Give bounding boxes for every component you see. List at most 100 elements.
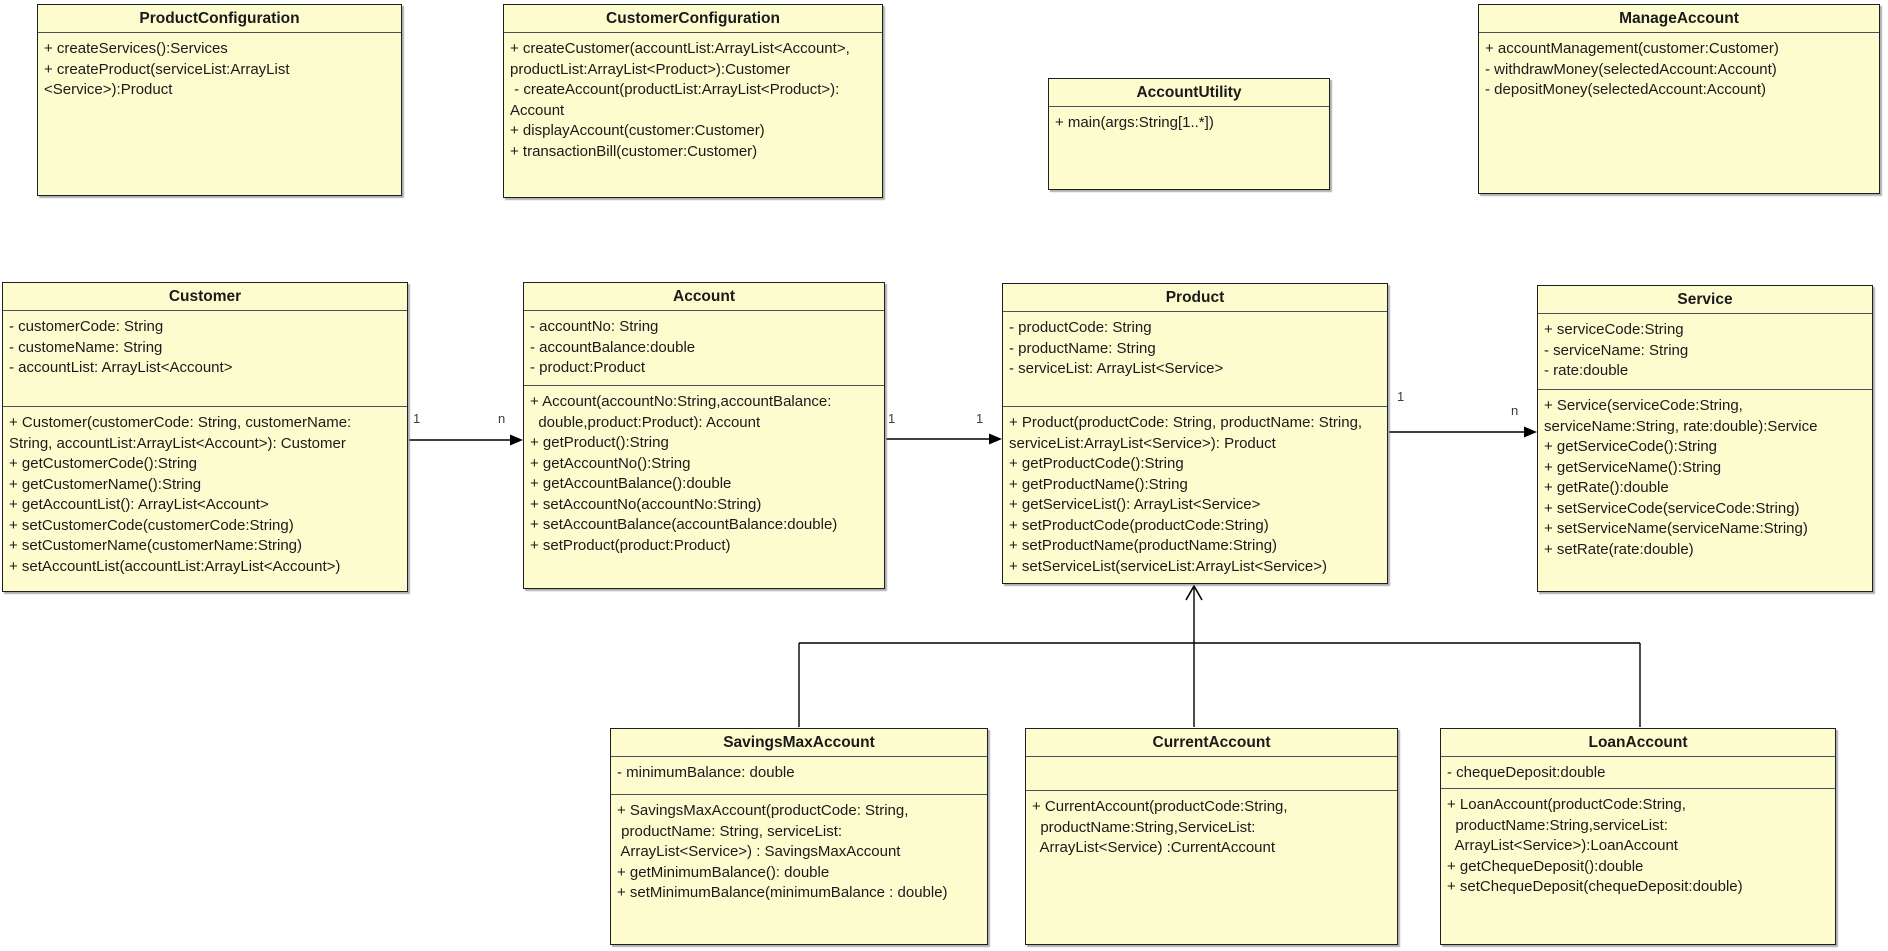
code-line: - chequeDeposit:double [1447, 764, 1606, 781]
code-line: <Service>):Product [44, 81, 173, 98]
code-line: - accountBalance:double [530, 338, 696, 356]
code-line: - product:Product [530, 359, 646, 376]
multiplicity-label: 1 [888, 411, 896, 426]
class-title: CustomerConfiguration [504, 5, 882, 33]
code-line: + setProductName(productName:String) [1009, 537, 1278, 554]
code-line: + SavingsMaxAccount(productCode: String, [617, 802, 909, 819]
code-line: + accountManagement(customer:Customer) [1485, 40, 1779, 57]
code-line: ArrayList<Service>) : SavingsMaxAccount [617, 843, 901, 860]
arrowhead-icon [510, 434, 523, 446]
code-line: + getCustomerCode():String [9, 455, 197, 472]
class-attributes-section: - accountNo: String - accountBalance:doub… [524, 311, 884, 386]
code-line: + getAccountList(): ArrayList<Account> [9, 496, 269, 513]
code-line: + getChequeDeposit():double [1447, 857, 1644, 875]
class-attributes-section: - customerCode: String - customeName: Str… [3, 311, 407, 407]
connector-account-product [886, 433, 1002, 445]
code-line: - customerCode: String [9, 318, 164, 335]
code-line: + getAccountBalance():double [530, 475, 732, 492]
arrowhead-icon [1524, 426, 1537, 438]
code-line: + getProductCode():String [1009, 455, 1184, 472]
code-line: + setProductCode(productCode:String) [1009, 516, 1269, 534]
code-line: double,product:Product): Account [530, 413, 761, 431]
code-line: + setServiceName(serviceName:String) [1544, 520, 1808, 537]
multiplicity-label: 1 [976, 411, 984, 426]
code-line: - withdrawMoney(selectedAccount:Account) [1485, 60, 1777, 78]
class-box-savings-max-account[interactable]: SavingsMaxAccount - minimumBalance: doub… [610, 728, 988, 945]
code-line: Account [510, 101, 565, 119]
class-box-customer-configuration[interactable]: CustomerConfiguration + createCustomer(a… [503, 4, 883, 198]
code-line: - customeName: String [9, 338, 163, 356]
class-box-account[interactable]: Account - accountNo: String - accountBala… [523, 282, 885, 589]
code-line: + setAccountNo(accountNo:String) [530, 495, 762, 513]
class-methods-section: + Service(serviceCode:String,serviceName… [1538, 390, 1872, 591]
code-line: + getProductName():String [1009, 475, 1188, 493]
code-line: + setAccountBalance(accountBalance:doubl… [530, 516, 838, 533]
code-line: + setMinimumBalance(minimumBalance : dou… [617, 884, 948, 901]
code-line: + getProduct():String [530, 434, 669, 451]
code-line: - accountNo: String [530, 318, 659, 335]
code-line: - serviceList: ArrayList<Service> [1009, 360, 1224, 377]
code-line: productName: String, serviceList: [617, 822, 843, 840]
code-line: + getAccountNo():String [530, 454, 691, 472]
code-line: + displayAccount(customer:Customer) [510, 122, 765, 139]
class-methods-section: + CurrentAccount(productCode:String, pro… [1026, 791, 1397, 944]
multiplicity-label: 1 [413, 411, 421, 426]
class-box-account-utility[interactable]: AccountUtility + main(args:String[1..*]) [1048, 78, 1330, 190]
class-methods-section: + createCustomer(accountList:ArrayList<A… [504, 33, 882, 197]
open-arrowhead-icon [1185, 584, 1203, 601]
class-title: AccountUtility [1049, 79, 1329, 107]
class-box-customer[interactable]: Customer - customerCode: String- custome… [2, 282, 408, 592]
connector-generalization-product [798, 584, 1641, 727]
code-line: productName:String,ServiceList: [1032, 818, 1256, 836]
class-methods-section: + accountManagement(customer:Customer) - … [1479, 33, 1879, 193]
code-line: - rate:double [1544, 362, 1629, 379]
class-attributes-section: - chequeDeposit:double [1441, 757, 1835, 789]
code-line: + main(args:String[1..*]) [1055, 114, 1214, 131]
code-line: productList:ArrayList<Product>):Customer [510, 60, 791, 78]
code-line: - serviceName: String [1544, 341, 1689, 359]
class-box-product-configuration[interactable]: ProductConfiguration + createServices():… [37, 4, 402, 196]
code-line: + setChequeDeposit(chequeDeposit:double) [1447, 878, 1743, 895]
class-title: Account [524, 283, 884, 311]
class-title: ProductConfiguration [38, 5, 401, 33]
class-title: SavingsMaxAccount [611, 729, 987, 757]
code-line: + getRate():double [1544, 479, 1669, 496]
class-attributes-section: - productCode: String- productName: Stri… [1003, 312, 1387, 407]
code-line: + setServiceList(serviceList:ArrayList<S… [1009, 557, 1328, 575]
code-line: + Customer(customerCode: String, custome… [9, 414, 352, 431]
class-box-loan-account[interactable]: LoanAccount - chequeDeposit:double + Loa… [1440, 728, 1836, 945]
code-line: + transactionBill(customer:Customer) [510, 142, 758, 160]
class-methods-section: + LoanAccount(productCode:String, produc… [1441, 789, 1835, 944]
code-line: - productName: String [1009, 339, 1156, 357]
class-box-service[interactable]: Service + serviceCode:String- serviceNam… [1537, 285, 1873, 592]
code-line: - accountList: ArrayList<Account> [9, 359, 233, 376]
class-title: ManageAccount [1479, 5, 1879, 33]
code-line: serviceList:ArrayList<Service>): Product [1009, 434, 1276, 452]
multiplicity-label: n [1511, 403, 1519, 418]
class-title: Customer [3, 283, 407, 311]
connector-product-service [1389, 426, 1537, 438]
code-line: + getServiceName():String [1544, 458, 1722, 476]
class-attributes-section: + serviceCode:String - serviceName: Strin… [1538, 314, 1872, 390]
class-attributes-section: - minimumBalance: double [611, 757, 987, 795]
multiplicity-label: n [498, 411, 506, 426]
class-methods-section: + Account(accountNo:String,accountBalanc… [524, 386, 884, 588]
code-line: - minimumBalance: double [617, 764, 795, 781]
code-line: + setCustomerName(customerName:String) [9, 537, 303, 554]
class-box-manage-account[interactable]: ManageAccount + accountManagement(custom… [1478, 4, 1880, 194]
class-box-product[interactable]: Product - productCode: String- productNa… [1002, 283, 1388, 584]
class-box-current-account[interactable]: CurrentAccount + CurrentAccount(productC… [1025, 728, 1398, 945]
multiplicity-label: 1 [1397, 389, 1405, 404]
code-line: + serviceCode:String [1544, 321, 1684, 338]
class-title: Product [1003, 284, 1387, 312]
class-methods-section: + main(args:String[1..*]) [1049, 107, 1329, 189]
code-line: + setAccountList(accountList:ArrayList<A… [9, 557, 341, 575]
class-attributes-section [1026, 757, 1397, 791]
class-methods-section: + Product(productCode: String, productNa… [1003, 407, 1387, 583]
class-methods-section: + createServices():Services+ createProdu… [38, 33, 401, 195]
class-title: CurrentAccount [1026, 729, 1397, 757]
code-line: - createAccount(productList:ArrayList<Pr… [510, 81, 840, 98]
code-line: ArrayList<Service) :CurrentAccount [1032, 839, 1276, 856]
code-line: + setServiceCode(serviceCode:String) [1544, 499, 1800, 517]
